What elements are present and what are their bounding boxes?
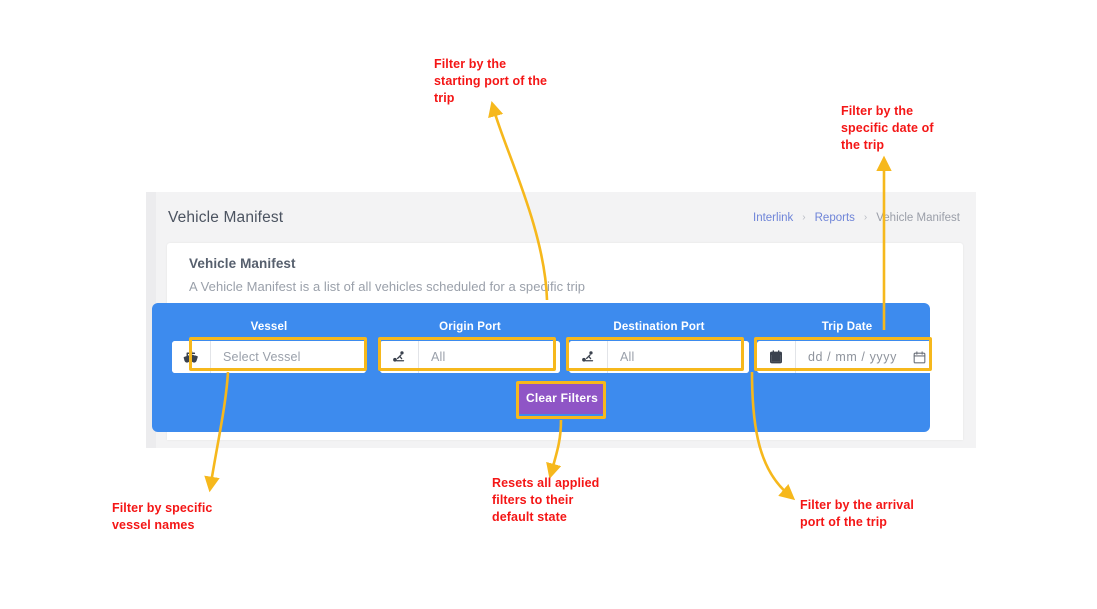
filter-label-destination-port: Destination Port bbox=[613, 321, 705, 333]
trip-date-input[interactable]: dd / mm / yyyy bbox=[757, 341, 937, 373]
filter-bar: Vessel Select Vessel Origin Port bbox=[152, 303, 937, 432]
calendar-picker-icon[interactable] bbox=[912, 350, 927, 365]
chevron-right-icon: › bbox=[863, 212, 868, 223]
breadcrumb-item-current: Vehicle Manifest bbox=[876, 211, 960, 224]
trip-date-note: Filter by the specific date of the trip bbox=[841, 104, 934, 152]
calendar-icon bbox=[757, 341, 796, 373]
trip-date-value-wrap: dd / mm / yyyy bbox=[796, 341, 937, 373]
filter-label-trip-date: Trip Date bbox=[821, 321, 873, 333]
breadcrumb-item-interlink[interactable]: Interlink bbox=[753, 211, 794, 224]
trip-date-placeholder: dd / mm / yyyy bbox=[808, 350, 897, 364]
vessel-select[interactable]: Select Vessel bbox=[172, 341, 366, 373]
destination-port-select[interactable]: All bbox=[569, 341, 749, 373]
report-subtitle: A Vehicle Manifest is a list of all vehi… bbox=[189, 279, 586, 294]
clear-filters-note: Resets all applied filters to their defa… bbox=[492, 476, 600, 524]
page-title: Vehicle Manifest bbox=[168, 208, 284, 226]
anchor-port-icon bbox=[569, 341, 608, 373]
origin-port-select[interactable]: All bbox=[380, 341, 560, 373]
filter-group-vessel: Vessel Select Vessel bbox=[172, 321, 366, 373]
sidebar-strip bbox=[146, 192, 156, 448]
origin-port-value: All bbox=[419, 341, 560, 373]
filter-label-origin-port: Origin Port bbox=[439, 321, 501, 333]
page-header: Vehicle Manifest Interlink › Reports › V… bbox=[156, 192, 976, 243]
anchor-port-icon bbox=[380, 341, 419, 373]
ship-icon bbox=[172, 341, 211, 373]
breadcrumb-item-reports[interactable]: Reports bbox=[814, 211, 855, 224]
filter-label-vessel: Vessel bbox=[250, 321, 288, 333]
vessel-value: Select Vessel bbox=[211, 341, 366, 373]
report-heading: Vehicle Manifest bbox=[189, 256, 296, 271]
filter-group-destination-port: Destination Port All bbox=[569, 321, 749, 373]
breadcrumb: Interlink › Reports › Vehicle Manifest bbox=[753, 212, 960, 224]
destination-port-note: Filter by the arrival port of the trip bbox=[800, 498, 914, 529]
chevron-right-icon: › bbox=[802, 212, 806, 223]
filter-group-origin-port: Origin Port All bbox=[380, 321, 560, 373]
origin-port-note: Filter by the starting port of the trip bbox=[434, 57, 548, 105]
clear-filters-button[interactable]: Clear Filters bbox=[518, 382, 606, 414]
destination-port-value: All bbox=[608, 341, 749, 373]
filter-group-trip-date: Trip Date dd / mm / yyyy bbox=[757, 321, 937, 373]
vessel-note: Filter by specific vessel names bbox=[112, 501, 213, 532]
